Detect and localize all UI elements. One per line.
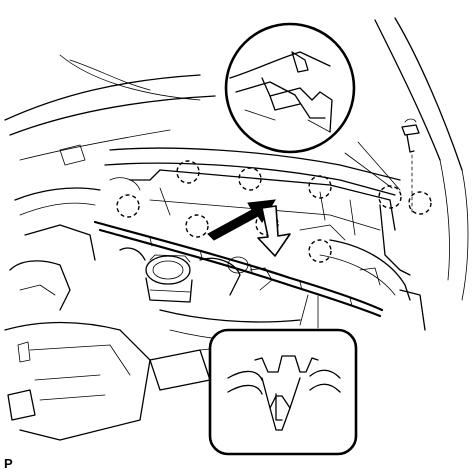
clip-detail-bottom — [208, 294, 358, 456]
screw-fastener — [401, 118, 420, 216]
right-fender-strut — [299, 224, 426, 331]
clip-marker — [408, 191, 432, 215]
illustration-code: P — [4, 456, 13, 471]
clip-marker — [116, 194, 140, 218]
engine-compartment — [4, 144, 306, 441]
clip-marker — [176, 160, 200, 184]
clip-marker — [238, 167, 262, 191]
down-arrow-icon — [257, 205, 291, 257]
cowl-seal-strip — [93, 220, 384, 318]
removal-arrows — [207, 199, 291, 257]
clip-marker — [308, 175, 332, 199]
clip-marker — [378, 185, 402, 209]
hood-outline — [4, 17, 469, 301]
clip-marker — [308, 239, 332, 263]
cowl-top-ventilator-louver — [104, 147, 411, 276]
clip-marker — [185, 214, 209, 238]
clip-detail-top — [224, 22, 401, 191]
